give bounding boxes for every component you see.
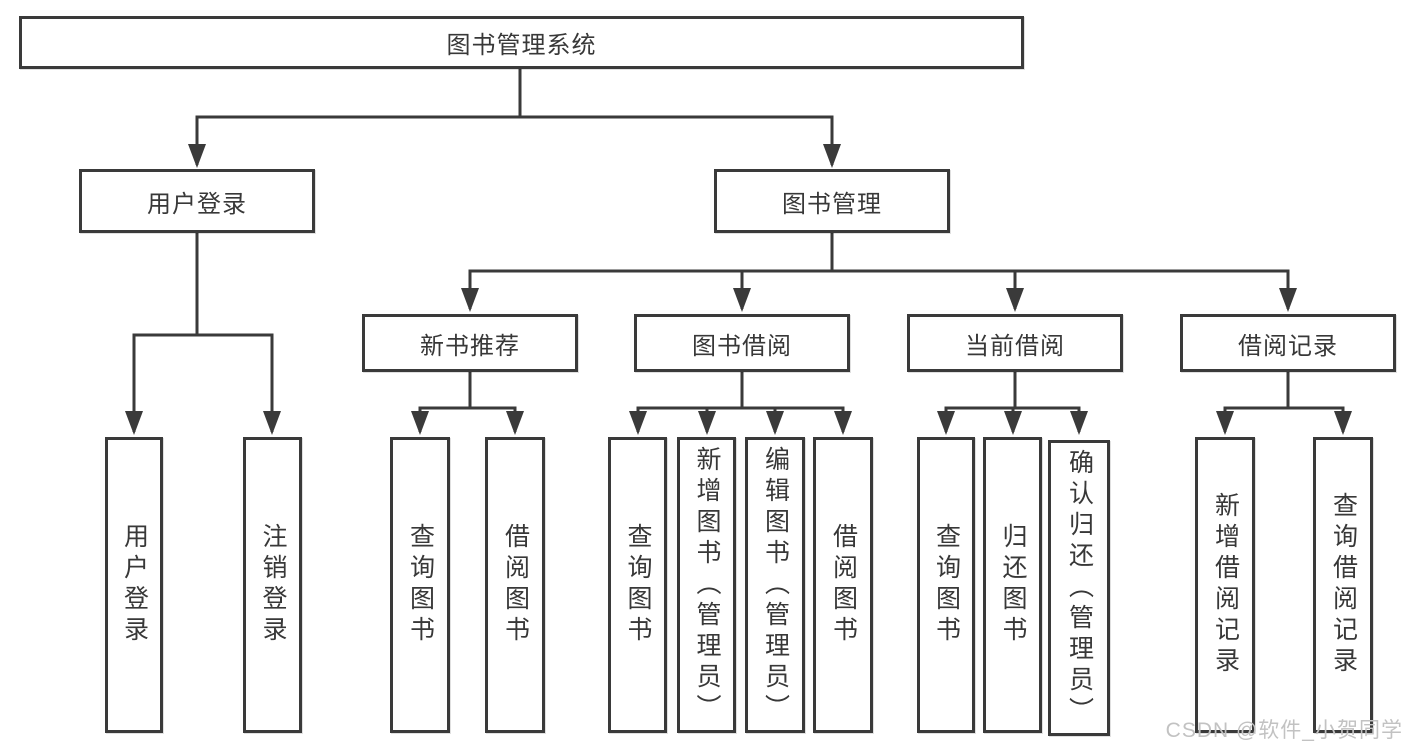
node-current-borrow-label: 当前借阅 bbox=[965, 332, 1065, 360]
leaf-borrow-query-book: 查询图书 bbox=[608, 437, 667, 733]
leaf-confirm-return-admin-label: 确认归还（管理员） bbox=[1065, 448, 1094, 728]
node-borrow-record-label: 借阅记录 bbox=[1238, 332, 1338, 360]
node-book-borrow-label: 图书借阅 bbox=[692, 332, 792, 360]
leaf-user-login-label: 用户登录 bbox=[120, 523, 149, 647]
leaf-logout-label: 注销登录 bbox=[259, 523, 287, 647]
leaf-return-book-label: 归还图书 bbox=[999, 523, 1027, 647]
node-book-borrow: 图书借阅 bbox=[634, 314, 850, 372]
leaf-query-borrow-record-label: 查询借阅记录 bbox=[1329, 492, 1358, 678]
leaf-add-borrow-record: 新增借阅记录 bbox=[1195, 437, 1255, 733]
leaf-return-book: 归还图书 bbox=[983, 437, 1042, 733]
leaf-add-borrow-record-label: 新增借阅记录 bbox=[1211, 492, 1240, 678]
node-borrow-record: 借阅记录 bbox=[1180, 314, 1396, 372]
leaf-current-query-book: 查询图书 bbox=[917, 437, 975, 733]
node-user-login: 用户登录 bbox=[79, 169, 315, 233]
leaf-confirm-return-admin: 确认归还（管理员） bbox=[1048, 440, 1110, 736]
leaf-query-borrow-record: 查询借阅记录 bbox=[1313, 437, 1373, 733]
leaf-borrow-book: 借阅图书 bbox=[813, 437, 873, 733]
leaf-recommend-borrow-book-label: 借阅图书 bbox=[501, 523, 530, 647]
leaf-recommend-query-book-label: 查询图书 bbox=[406, 523, 435, 647]
node-book-management: 图书管理 bbox=[714, 169, 950, 233]
leaf-borrow-query-book-label: 查询图书 bbox=[624, 523, 652, 647]
node-root-label: 图书管理系统 bbox=[446, 32, 597, 59]
leaf-edit-book-admin: 编辑图书（管理员） bbox=[745, 437, 805, 733]
node-current-borrow: 当前借阅 bbox=[907, 314, 1123, 372]
leaf-edit-book-admin-label: 编辑图书（管理员） bbox=[761, 445, 790, 725]
leaf-recommend-query-book: 查询图书 bbox=[390, 437, 450, 733]
node-new-book-recommend: 新书推荐 bbox=[362, 314, 578, 372]
node-user-login-label: 用户登录 bbox=[147, 190, 247, 218]
leaf-current-query-book-label: 查询图书 bbox=[932, 523, 961, 647]
leaf-logout: 注销登录 bbox=[243, 437, 302, 733]
node-new-book-recommend-label: 新书推荐 bbox=[420, 332, 520, 360]
csdn-watermark: CSDN @软件_小贺同学 bbox=[1165, 719, 1403, 742]
leaf-add-book-admin-label: 新增图书（管理员） bbox=[693, 445, 721, 725]
leaf-borrow-book-label: 借阅图书 bbox=[829, 523, 858, 647]
node-book-management-label: 图书管理 bbox=[782, 190, 882, 218]
leaf-recommend-borrow-book: 借阅图书 bbox=[485, 437, 545, 733]
leaf-add-book-admin: 新增图书（管理员） bbox=[677, 437, 736, 733]
node-root: 图书管理系统 bbox=[19, 16, 1024, 69]
leaf-user-login: 用户登录 bbox=[105, 437, 163, 733]
